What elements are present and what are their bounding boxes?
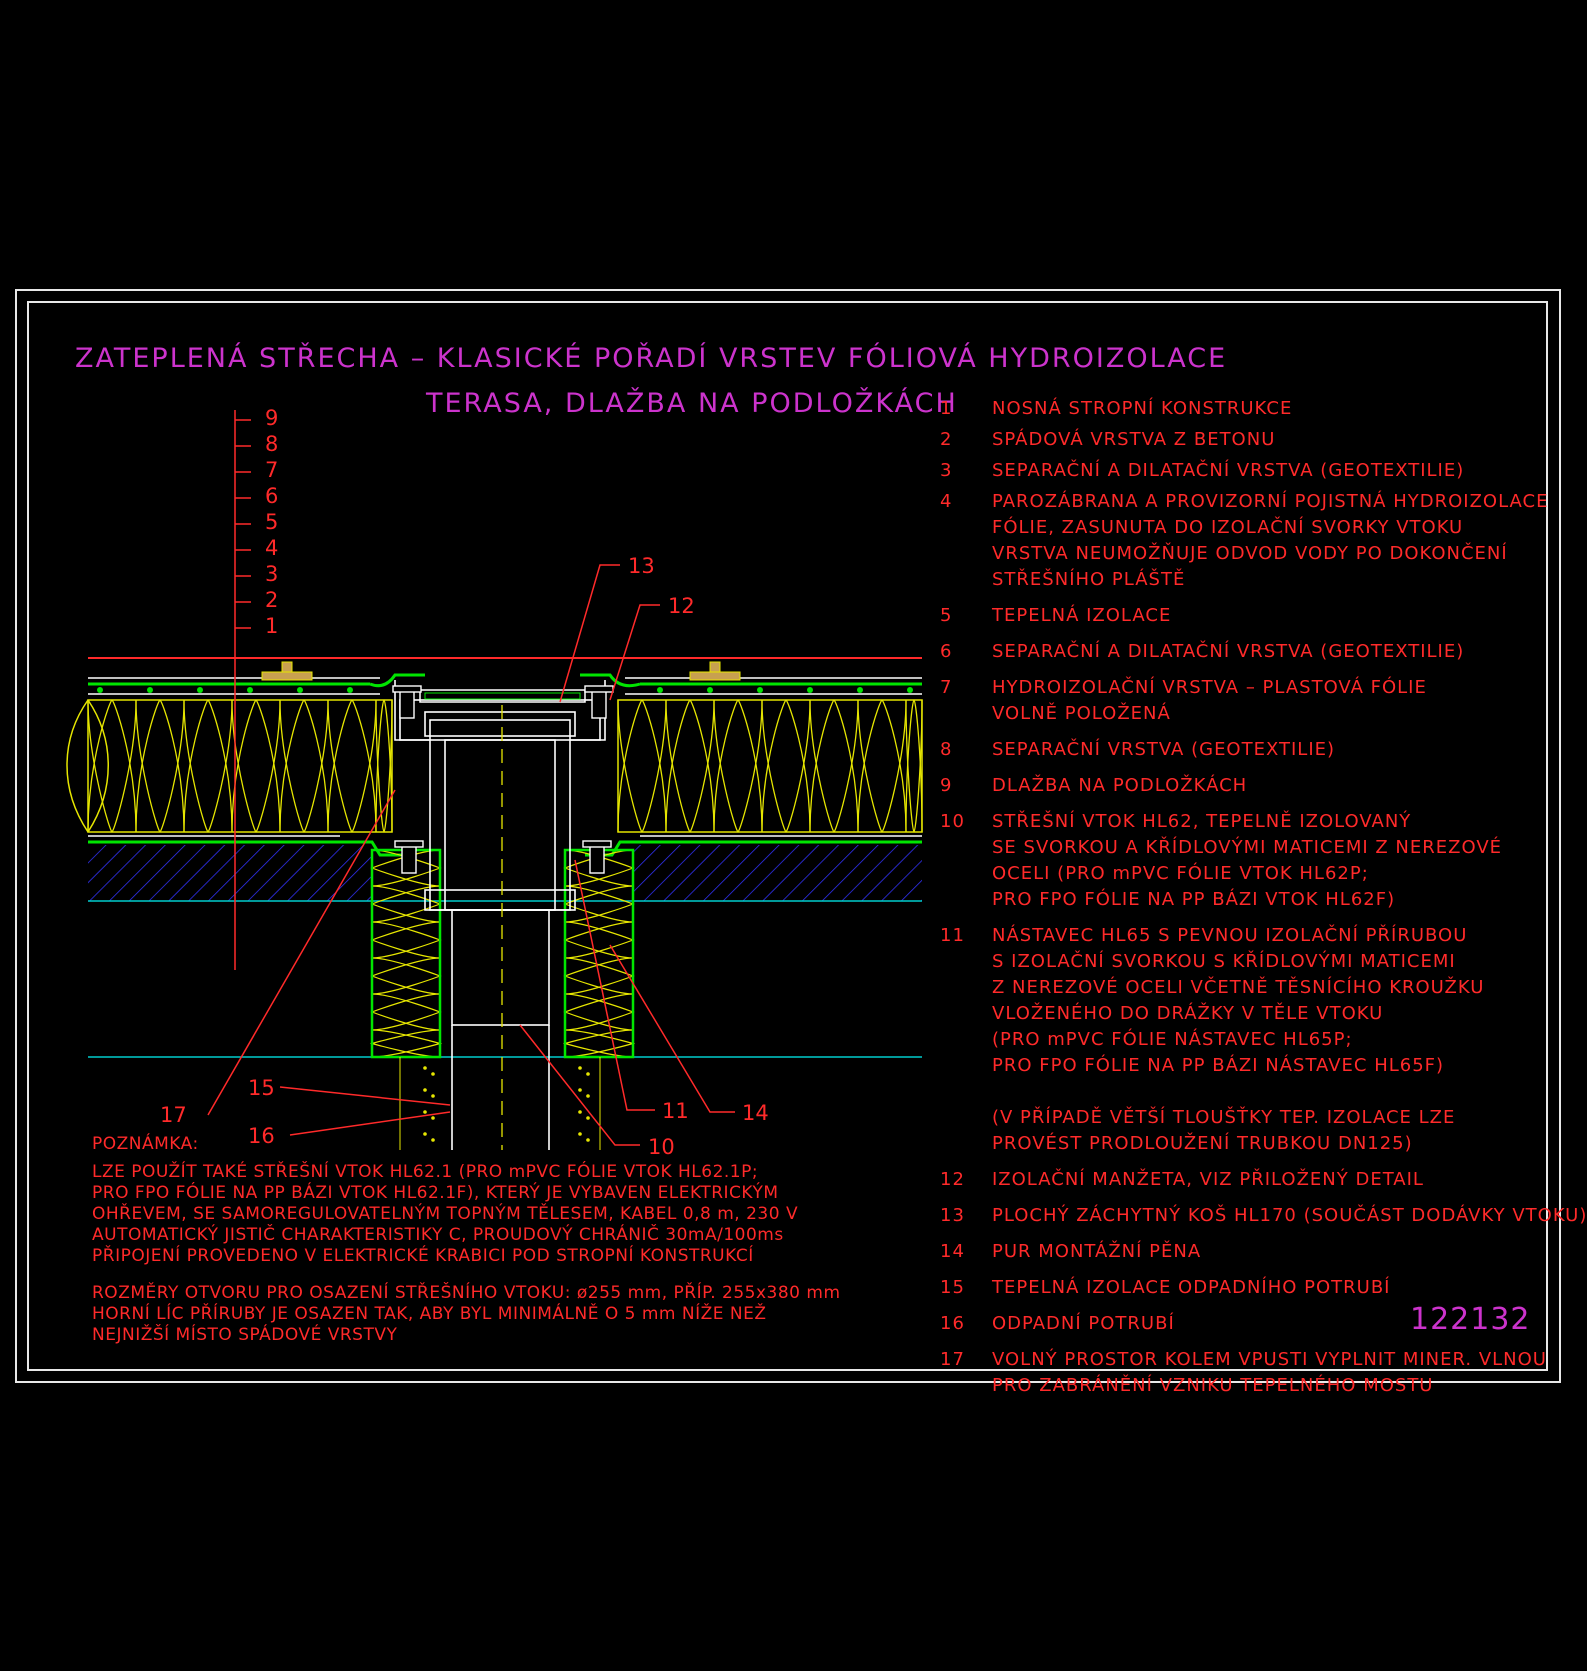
legend-text: NÁSTAVEC HL65 S PEVNOU IZOLAČNÍ PŘÍRUBOU… [992, 925, 1485, 1154]
legend-item: 9 DLAŽBA NA PODLOŽKÁCH [940, 773, 1540, 799]
legend-number: 3 [940, 460, 953, 481]
legend-text: HYDROIZOLAČNÍ VRSTVA – PLASTOVÁ FÓLIE VO… [992, 677, 1427, 724]
legend-text: PAROZÁBRANA A PROVIZORNÍ POJISTNÁ HYDROI… [992, 491, 1549, 590]
roof-drain-body [394, 680, 606, 1026]
layer-label: 4 [265, 536, 278, 560]
legend-number: 14 [940, 1241, 965, 1262]
legend-text: ODPADNÍ POTRUBÍ [992, 1313, 1175, 1334]
layer-label: 5 [265, 510, 278, 534]
note-paragraph-2: ROZMĚRY OTVORU PRO OSAZENÍ STŘEŠNÍHO VTO… [92, 1283, 841, 1345]
legend-number: 6 [940, 641, 953, 662]
legend-item: 12 IZOLAČNÍ MANŽETA, VIZ PŘILOŽENÝ DETAIL [940, 1167, 1540, 1193]
legend-item: 7 HYDROIZOLAČNÍ VRSTVA – PLASTOVÁ FÓLIE V… [940, 675, 1540, 727]
legend-number: 13 [940, 1205, 965, 1226]
drawing-title-line1: ZATEPLENÁ STŘECHA – KLASICKÉ POŘADÍ VRST… [75, 343, 1228, 374]
callout-12: 12 [668, 594, 695, 618]
legend-text: NOSNÁ STROPNÍ KONSTRUKCE [992, 398, 1293, 419]
legend-number: 10 [940, 811, 965, 832]
callout-10: 10 [648, 1135, 675, 1159]
legend-number: 16 [940, 1313, 965, 1334]
legend-number: 4 [940, 491, 953, 512]
concrete-slope-layer [88, 845, 372, 901]
legend-number: 1 [940, 398, 953, 419]
legend-item: 2 SPÁDOVÁ VRSTVA Z BETONU [940, 427, 1540, 453]
thermal-insulation [66, 699, 923, 833]
layer-scale-labels: 9 8 7 6 5 4 3 2 1 [265, 406, 278, 638]
legend-item: 4 PAROZÁBRANA A PROVIZORNÍ POJISTNÁ HYDRO… [940, 489, 1549, 593]
layer-label: 9 [265, 406, 278, 430]
slab-lines [88, 900, 922, 1058]
legend-item: 10 STŘEŠNÍ VTOK HL62, TEPELNĚ IZOLOVANÝ S… [940, 809, 1540, 913]
legend-text: SEPARAČNÍ VRSTVA (GEOTEXTILIE) [992, 739, 1336, 760]
note-paragraph-1: LZE POUŽÍT TAKÉ STŘEŠNÍ VTOK HL62.1 (PRO… [92, 1162, 799, 1266]
callout-13: 13 [628, 554, 655, 578]
callout-17: 17 [160, 1103, 187, 1127]
drawing-frame-inner [27, 301, 1548, 1371]
legend-item: 13 PLOCHÝ ZÁCHYTNÝ KOŠ HL170 (SOUČÁST DOD… [940, 1203, 1587, 1229]
drawing-title-line2: TERASA, DLAŽBA NA PODLOŽKÁCH [426, 388, 958, 419]
layer-label: 3 [265, 562, 278, 586]
flat-grate [419, 689, 586, 703]
legend-number: 17 [940, 1349, 965, 1370]
legend-text: STŘEŠNÍ VTOK HL62, TEPELNĚ IZOLOVANÝ SE … [992, 811, 1503, 910]
legend-text: SEPARAČNÍ A DILATAČNÍ VRSTVA (GEOTEXTILI… [992, 641, 1465, 662]
layer-scale [234, 410, 251, 970]
layer-label: 2 [265, 588, 278, 612]
drawing-number: 122132 [1410, 1302, 1531, 1337]
callout-labels: 13 12 17 15 16 10 11 14 [160, 554, 769, 1159]
drawing-frame-outer [15, 289, 1561, 1383]
legend-text: VOLNÝ PROSTOR KOLEM VPUSTI VYPLNIT MINER… [992, 1349, 1547, 1396]
callout-16: 16 [248, 1124, 275, 1148]
legend-item: 8 SEPARAČNÍ VRSTVA (GEOTEXTILIE) [940, 737, 1540, 763]
note-title: POZNÁMKA: [92, 1134, 199, 1154]
paving-pedestals [261, 661, 741, 681]
callout-14: 14 [742, 1101, 769, 1125]
legend-text: TEPELNÁ IZOLACE ODPADNÍHO POTRUBÍ [992, 1277, 1391, 1298]
downpipe [451, 1025, 550, 1150]
layer-label: 1 [265, 614, 278, 638]
legend-text: SEPARAČNÍ A DILATAČNÍ VRSTVA (GEOTEXTILI… [992, 460, 1465, 481]
legend-item: 6 SEPARAČNÍ A DILATAČNÍ VRSTVA (GEOTEXTIL… [940, 639, 1540, 665]
concrete-slope-layer-right [632, 845, 922, 901]
legend-item: 16 ODPADNÍ POTRUBÍ [940, 1311, 1540, 1337]
legend-text: SPÁDOVÁ VRSTVA Z BETONU [992, 429, 1276, 450]
legend-number: 7 [940, 677, 953, 698]
layer-label: 6 [265, 484, 278, 508]
legend-item: 1 NOSNÁ STROPNÍ KONSTRUKCE [940, 396, 1540, 422]
legend-item: 15 TEPELNÁ IZOLACE ODPADNÍHO POTRUBÍ [940, 1275, 1540, 1301]
legend-number: 2 [940, 429, 953, 450]
legend-text: DLAŽBA NA PODLOŽKÁCH [992, 775, 1248, 796]
layer-label: 7 [265, 458, 278, 482]
legend-number: 5 [940, 605, 953, 626]
layer-legend: 1 NOSNÁ STROPNÍ KONSTRUKCE 2 SPÁDOVÁ VRSTVA… [940, 396, 1587, 1399]
wing-nuts [392, 685, 614, 874]
legend-text: TEPELNÁ IZOLACE [992, 605, 1172, 626]
membrane-dots [97, 687, 913, 693]
legend-text: PLOCHÝ ZÁCHYTNÝ KOŠ HL170 (SOUČÁST DODÁV… [992, 1205, 1587, 1226]
callout-15: 15 [248, 1076, 275, 1100]
downpipe-insulation [399, 1057, 601, 1150]
legend-item: 5 TEPELNÁ IZOLACE [940, 603, 1540, 629]
callout-leaders [207, 564, 735, 1146]
callout-11: 11 [662, 1099, 689, 1123]
legend-item: 3 SEPARAČNÍ A DILATAČNÍ VRSTVA (GEOTEXTIL… [940, 458, 1540, 484]
layer-label: 8 [265, 432, 278, 456]
legend-number: 12 [940, 1169, 965, 1190]
legend-text: IZOLAČNÍ MANŽETA, VIZ PŘILOŽENÝ DETAIL [992, 1169, 1424, 1190]
geotextile-layers [88, 677, 922, 837]
legend-number: 9 [940, 775, 953, 796]
insulation-loops [87, 699, 923, 833]
legend-number: 8 [940, 739, 953, 760]
legend-item: 17 VOLNÝ PROSTOR KOLEM VPUSTI VYPLNIT MIN… [940, 1347, 1547, 1399]
legend-text: PUR MONTÁŽNÍ PĚNA [992, 1241, 1202, 1262]
legend-number: 11 [940, 925, 965, 946]
legend-item: 11 NÁSTAVEC HL65 S PEVNOU IZOLAČNÍ PŘÍRUB… [940, 923, 1540, 1157]
legend-item: 14 PUR MONTÁŽNÍ PĚNA [940, 1239, 1540, 1265]
legend-number: 15 [940, 1277, 965, 1298]
downpipe-insulation-dots [423, 1066, 590, 1142]
